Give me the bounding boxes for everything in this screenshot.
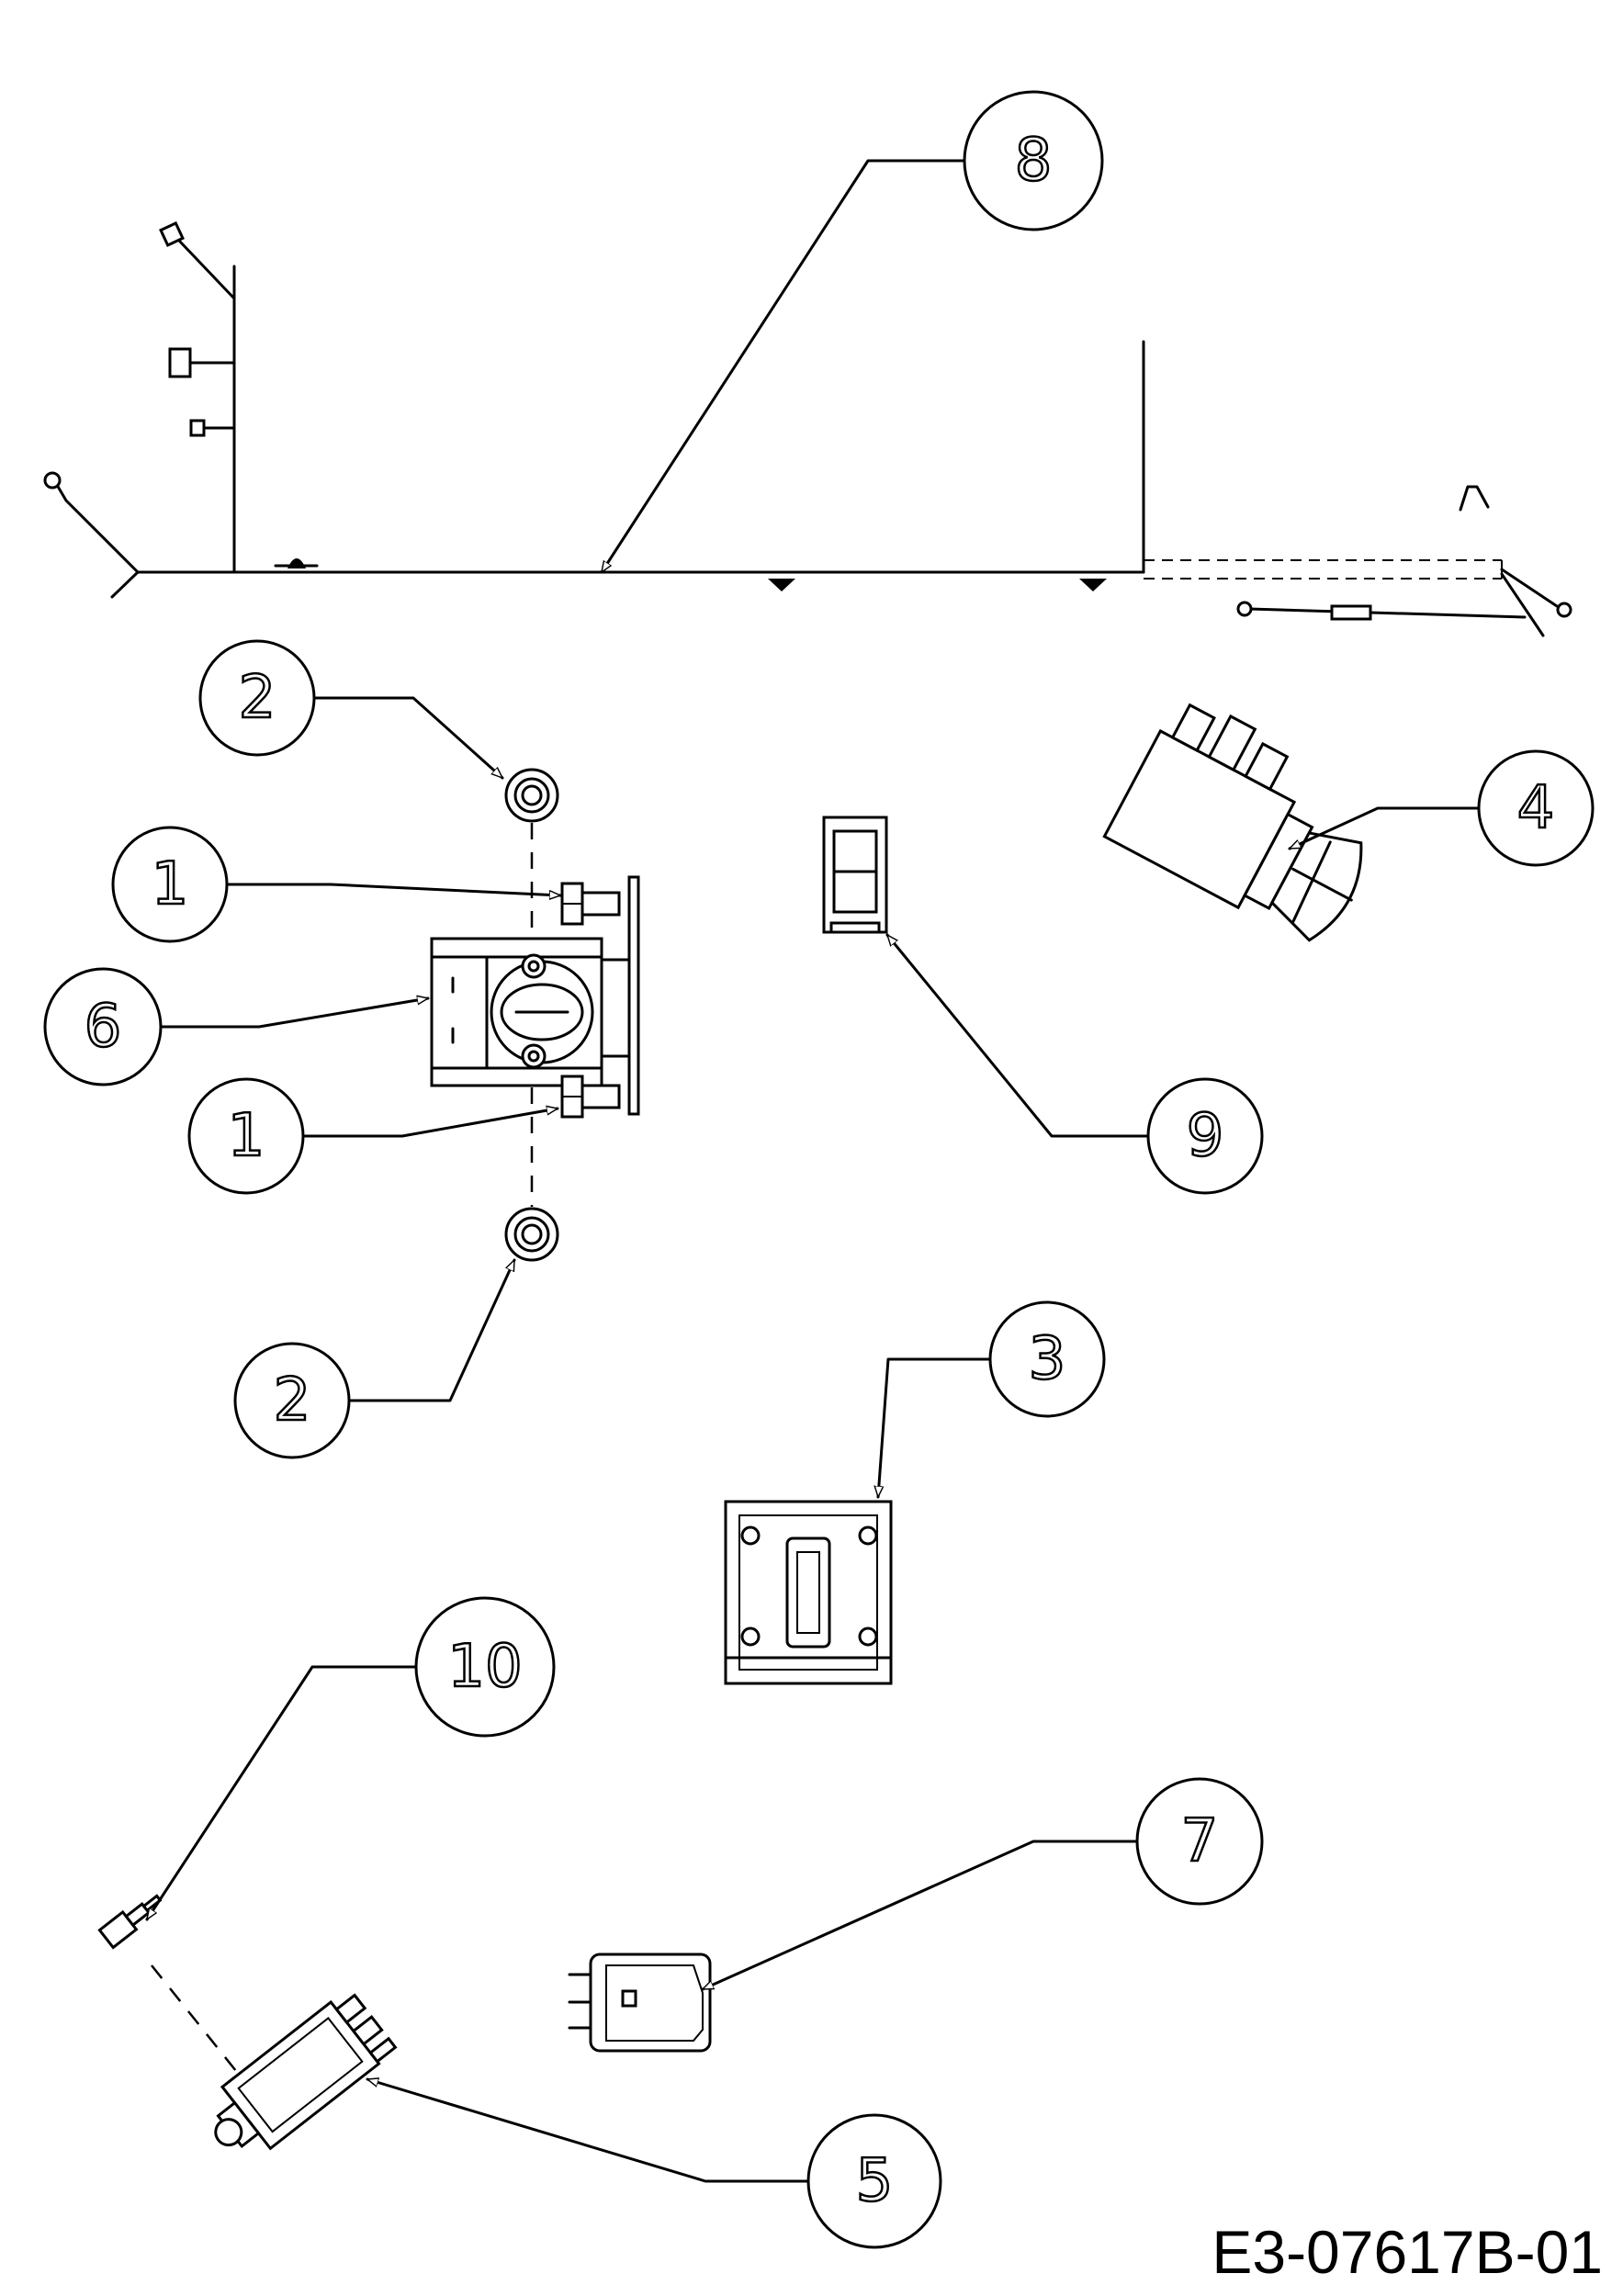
relay bbox=[568, 1953, 712, 2053]
svg-text:8: 8 bbox=[1015, 127, 1053, 195]
wiring-harness bbox=[43, 221, 1572, 637]
callout-2-lower: 2 bbox=[233, 1342, 351, 1459]
leader-lines bbox=[145, 159, 1482, 2183]
callout-3: 3 bbox=[988, 1300, 1106, 1418]
svg-text:2: 2 bbox=[274, 1367, 311, 1435]
svg-text:4: 4 bbox=[1517, 774, 1555, 842]
svg-text:2: 2 bbox=[239, 664, 276, 732]
callout-2-upper: 2 bbox=[198, 639, 316, 757]
callout-6: 6 bbox=[43, 967, 163, 1086]
nut-lower bbox=[504, 1207, 559, 1262]
callout-1-upper: 1 bbox=[111, 826, 229, 943]
bolt-upper bbox=[560, 882, 621, 926]
svg-text:7: 7 bbox=[1181, 1807, 1219, 1875]
callout-4: 4 bbox=[1477, 749, 1595, 867]
svg-text:3: 3 bbox=[1029, 1325, 1066, 1393]
ignition-switch bbox=[1102, 703, 1363, 942]
solenoid bbox=[430, 875, 640, 1116]
rocker-switch bbox=[822, 816, 888, 934]
bolt-lower bbox=[560, 1075, 621, 1119]
svg-text:1: 1 bbox=[228, 1102, 265, 1170]
callout-10: 10 bbox=[414, 1596, 556, 1738]
plunger-switch bbox=[97, 1894, 163, 1950]
callout-8: 8 bbox=[963, 90, 1104, 231]
callout-1-lower: 1 bbox=[187, 1077, 305, 1195]
drawing-code: E3-07617B-01 bbox=[1212, 2218, 1603, 2286]
svg-text:10: 10 bbox=[447, 1633, 522, 1701]
callout-9: 9 bbox=[1146, 1077, 1264, 1195]
svg-text:1: 1 bbox=[152, 850, 189, 918]
switch-plate bbox=[724, 1500, 893, 1685]
callout-5: 5 bbox=[806, 2113, 942, 2249]
callout-7: 7 bbox=[1135, 1777, 1264, 1906]
svg-text:9: 9 bbox=[1187, 1102, 1224, 1170]
interlock-switch bbox=[214, 1993, 398, 2151]
svg-text:6: 6 bbox=[85, 993, 122, 1061]
nut-upper bbox=[504, 768, 559, 823]
switch-centerline bbox=[151, 1964, 244, 2081]
svg-text:5: 5 bbox=[856, 2147, 894, 2215]
